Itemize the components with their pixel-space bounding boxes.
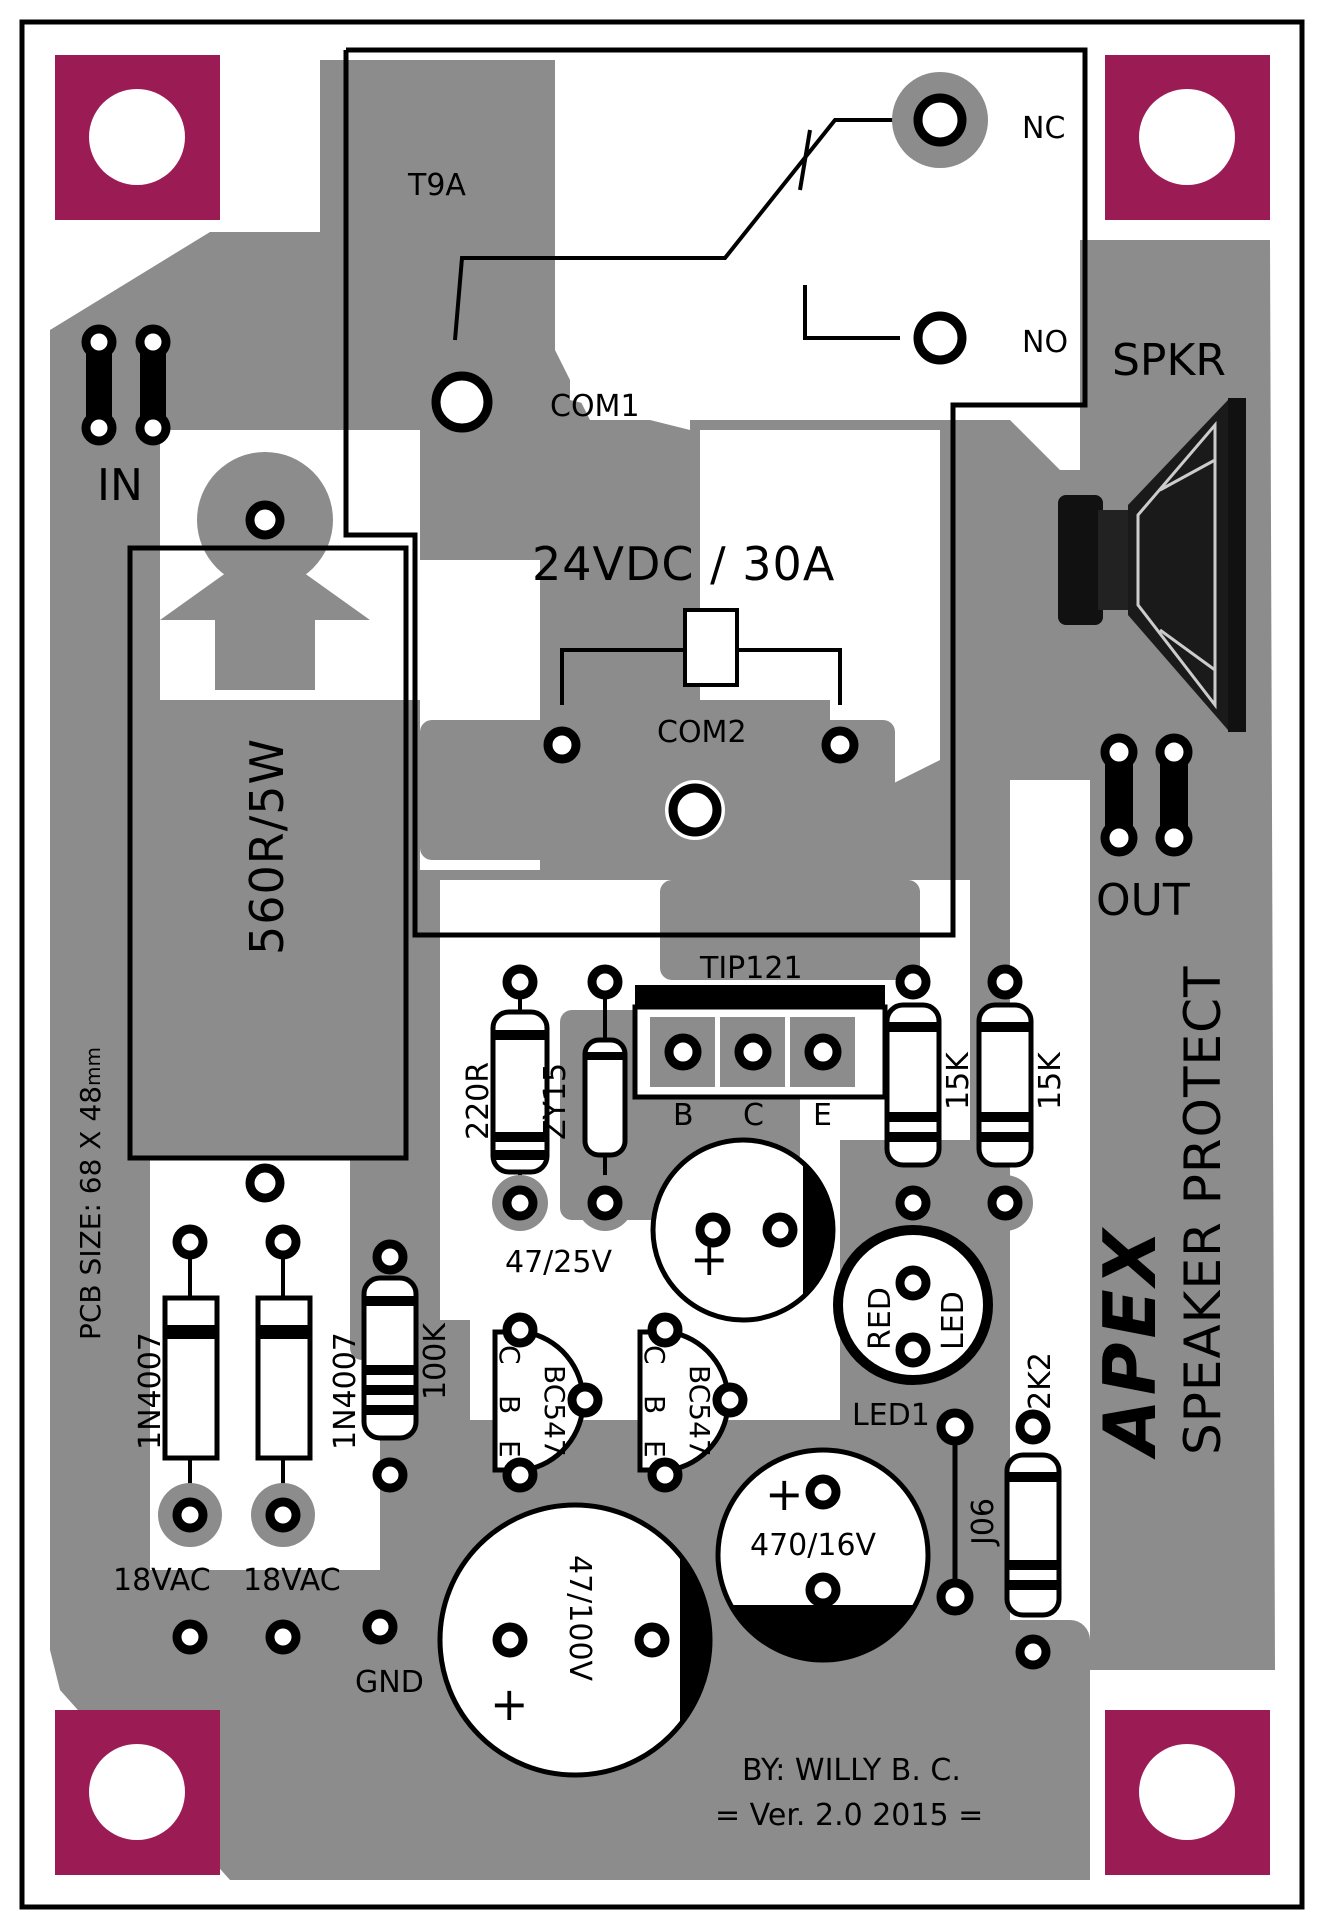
resistor-2k2: [1004, 1409, 1062, 1670]
led-red-label: RED: [863, 1287, 898, 1350]
cap-47-25v-plus: +: [690, 1232, 730, 1286]
capacitor-47-25v: [650, 1137, 836, 1323]
tip-e-label: E: [813, 1098, 832, 1133]
bc547-1-e: E: [493, 1440, 526, 1458]
bc547-2: [637, 1312, 748, 1493]
bc547-2-b: B: [638, 1395, 671, 1414]
bc547-1: [492, 1312, 603, 1493]
bc547-2-label: BC547: [683, 1365, 716, 1457]
version-label: = Ver. 2.0 2015 =: [715, 1798, 983, 1833]
led-led-label: LED: [936, 1291, 971, 1350]
red-led: [833, 1225, 993, 1385]
relay-nc-label: NC: [1022, 111, 1065, 146]
mounting-holes: [55, 55, 1270, 1875]
relay-no-label: NO: [1022, 325, 1068, 360]
zener-diode: [577, 964, 633, 1231]
jumper-j06: [936, 1408, 974, 1616]
spkr-label: SPKR: [1112, 335, 1226, 386]
j06-label: J06: [966, 1498, 1001, 1547]
relay-com2-label: COM2: [657, 715, 747, 750]
r2k2-label: 2K2: [1023, 1352, 1058, 1410]
capacitor-470-16v: [715, 1447, 931, 1663]
zener-label: ZY15: [538, 1063, 573, 1140]
relay-com1-label: COM1: [550, 389, 640, 424]
bc547-1-b: B: [493, 1395, 526, 1414]
tip121-transistor: [632, 985, 888, 1100]
bc547-1-label: BC547: [538, 1365, 571, 1457]
relay-model-label: T9A: [407, 168, 466, 203]
out-connector: [1100, 733, 1193, 857]
r100k-label: 100K: [418, 1322, 453, 1400]
gnd-label: GND: [355, 1665, 424, 1700]
relay-rating-label: 24VDC / 30A: [532, 537, 835, 591]
r15k-2-label: 15K: [1033, 1051, 1068, 1110]
capacitor-47-100v: [437, 1502, 713, 1778]
cap-47-25v-label: 47/25V: [505, 1245, 612, 1280]
ac-gnd-pads: [158, 1595, 412, 1669]
out-label: OUT: [1096, 875, 1190, 926]
speaker-icon: [1058, 398, 1246, 732]
pcb-size-label: PCB SIZE: 68 X 48mm: [74, 1047, 107, 1340]
r220-label: 220R: [461, 1062, 496, 1140]
cap-470-16v-label: 470/16V: [750, 1528, 877, 1563]
tip121-label: TIP121: [699, 951, 803, 986]
brand-logo: APEX: [1088, 1226, 1172, 1460]
bc547-1-c: C: [493, 1345, 526, 1365]
bc547-2-e: E: [638, 1440, 671, 1458]
ac1-label: 18VAC: [113, 1563, 211, 1598]
cap-470-16v-plus: +: [765, 1467, 805, 1521]
in-label: IN: [97, 460, 143, 511]
author-label: BY: WILLY B. C.: [742, 1753, 961, 1788]
diode-2-label: 1N4007: [328, 1332, 363, 1450]
power-resistor-label: 560R/5W: [240, 738, 294, 955]
power-resistor: [127, 452, 409, 1203]
board-title: SPEAKER PROTECT: [1174, 965, 1232, 1455]
diode-1-label: 1N4007: [133, 1332, 168, 1450]
diode-1n4007-2: [251, 1224, 315, 1547]
diode-1n4007-1: [158, 1224, 222, 1547]
resistor-220r: [490, 964, 550, 1231]
relay: [343, 47, 1088, 938]
resistor-15k-1: [884, 964, 942, 1231]
bc547-2-c: C: [638, 1345, 671, 1365]
led1-label: LED1: [852, 1398, 930, 1433]
resistor-15k-2: [976, 964, 1034, 1231]
resistor-100k: [361, 1239, 419, 1493]
r15k-1-label: 15K: [941, 1051, 976, 1110]
tip-c-label: C: [743, 1098, 764, 1133]
cap-47-100v-plus: +: [490, 1677, 530, 1731]
ac2-label: 18VAC: [243, 1563, 341, 1598]
cap-47-100v-label: 47/100V: [562, 1555, 597, 1682]
in-connector: [81, 324, 171, 446]
tip-b-label: B: [673, 1098, 694, 1133]
